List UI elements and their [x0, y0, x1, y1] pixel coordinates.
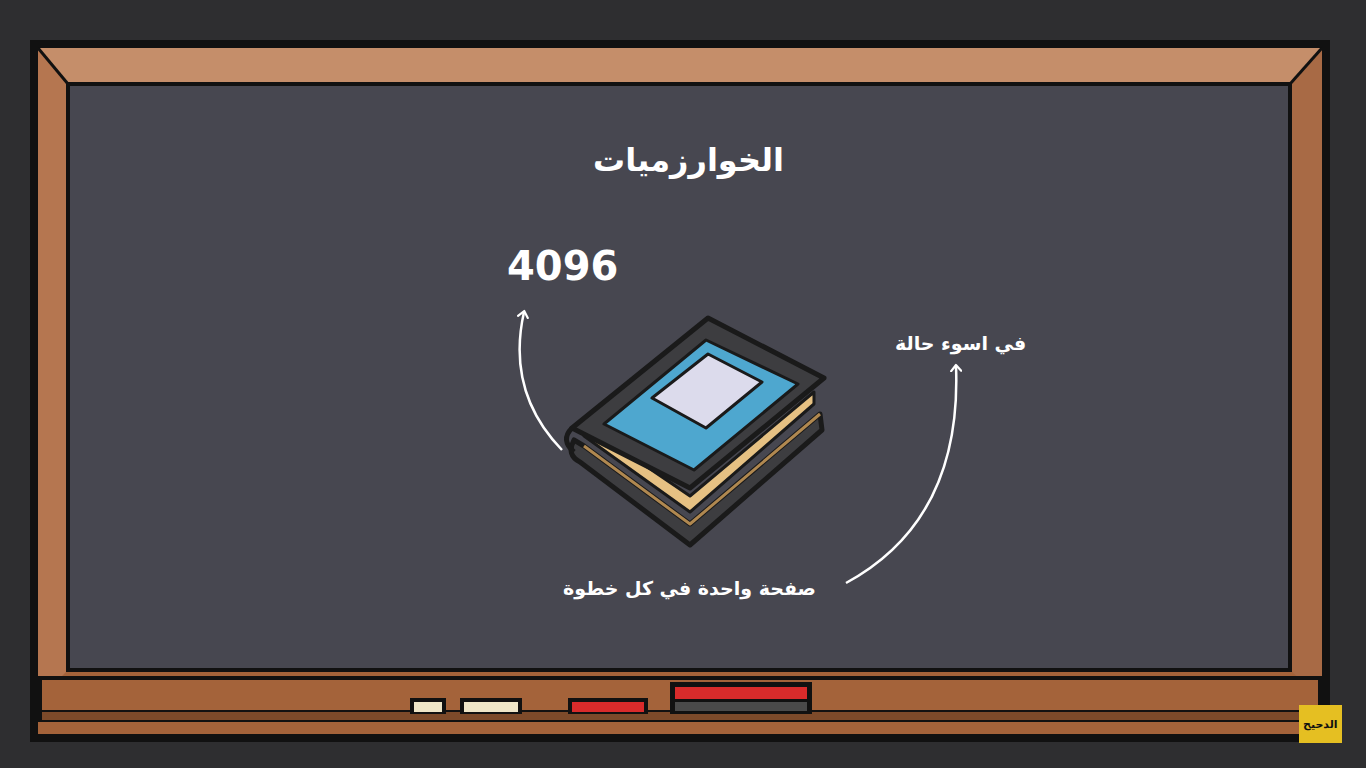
- chalk: [464, 702, 518, 712]
- frame-wood: [38, 48, 1322, 734]
- frame-corner: [1290, 48, 1322, 84]
- logo-badge: الدحيح: [1299, 705, 1342, 743]
- frame-corner: [38, 48, 68, 84]
- note-label: في اسوء حالة: [895, 332, 1026, 355]
- board-surface: [70, 86, 1288, 668]
- eraser: [670, 682, 812, 714]
- frame-bevel-left: [38, 48, 68, 700]
- logo-watermark: الدحيح: [1303, 718, 1338, 731]
- eraser: [675, 702, 807, 711]
- frame-outline: [30, 40, 1330, 742]
- chalk: [410, 698, 446, 714]
- ledge-outline: [38, 676, 1322, 722]
- board-title: الخوارزميات: [593, 141, 784, 179]
- frame-bevel-right: [1290, 48, 1322, 700]
- chalk: [572, 702, 644, 712]
- number-label: 4096: [507, 242, 618, 290]
- curved-arrow: [520, 312, 562, 450]
- chalk: [568, 698, 648, 714]
- chalk: [414, 702, 442, 712]
- board-outline: [66, 82, 1292, 672]
- curved-arrow: [846, 366, 956, 583]
- frame-bevel-top: [38, 48, 1322, 84]
- chalk: [460, 698, 522, 714]
- book-illustration: [566, 318, 824, 545]
- note-label: صفحة واحدة في كل خطوة: [563, 577, 816, 600]
- eraser: [675, 687, 807, 699]
